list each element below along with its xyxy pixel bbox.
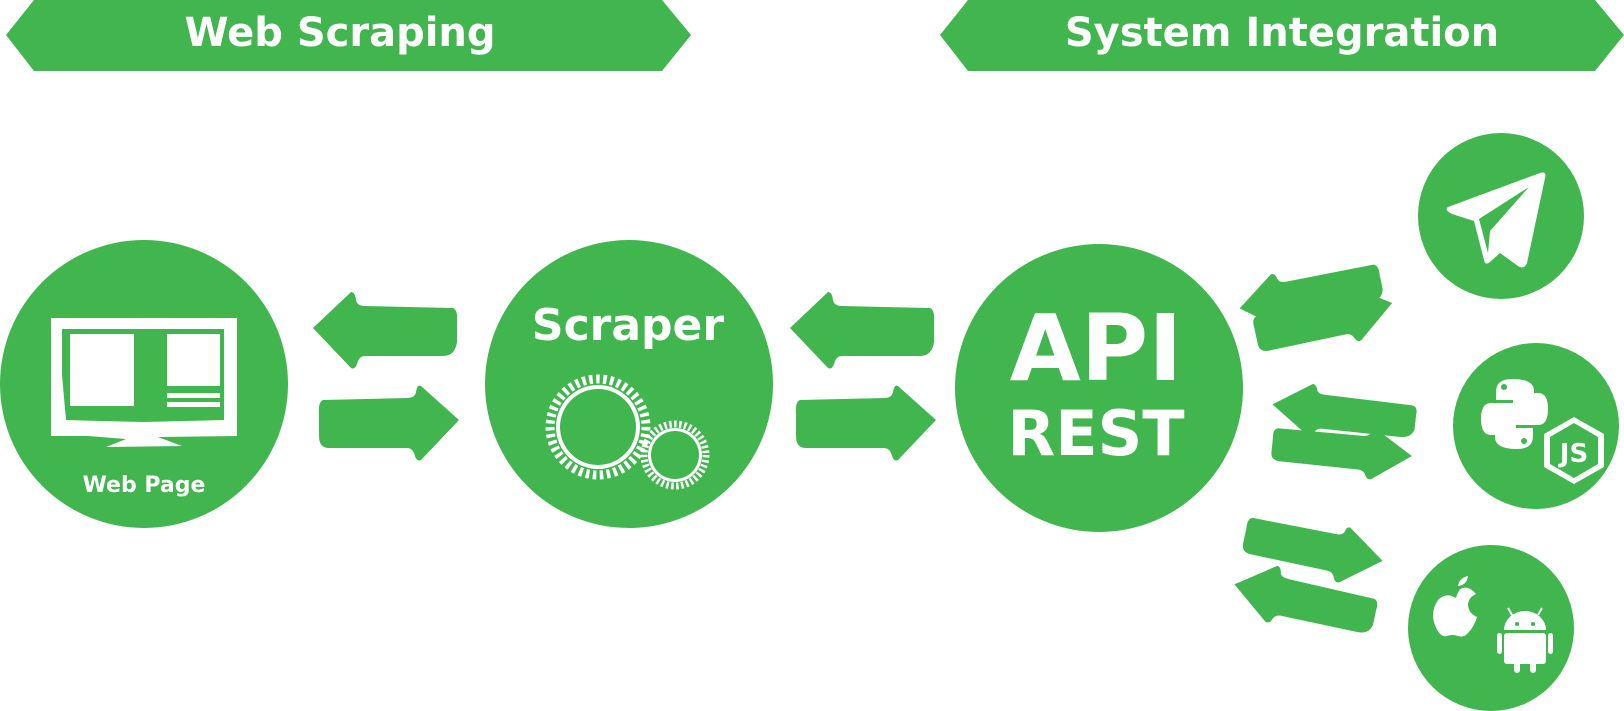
node-scraper-label: Scraper [532, 300, 725, 351]
gears-icon [545, 374, 710, 490]
nodejs-icon: JS [1544, 417, 1604, 484]
banner-system-integration: System Integration [940, 0, 1624, 71]
node-mobile [1408, 545, 1574, 711]
node-languages-circle [1453, 343, 1619, 509]
node-web-page-circle [0, 240, 288, 528]
node-web-page: Web Page [0, 240, 288, 528]
node-mobile-circle [1408, 545, 1574, 711]
arrow-right-1 [318, 385, 459, 461]
arrow-left-1 [313, 292, 458, 369]
arrow-right-2 [795, 385, 936, 461]
banner-system-integration-shape [940, 0, 1624, 71]
node-api-rest: API REST [955, 244, 1243, 532]
svg-text:JS: JS [1558, 439, 1588, 469]
node-scraper: Scraper [485, 240, 773, 528]
telegram-icon [1446, 172, 1546, 268]
node-web-page-label: Web Page [83, 473, 206, 498]
node-api-title: API [1010, 295, 1183, 402]
banner-web-scraping-shape [6, 0, 691, 71]
node-telegram [1418, 133, 1584, 299]
node-api-rest-circle [955, 244, 1243, 532]
banner-system-integration-label: System Integration [1065, 10, 1499, 56]
banner-web-scraping-label: Web Scraping [184, 10, 495, 56]
python-icon [1481, 379, 1548, 449]
banner-web-scraping: Web Scraping [6, 0, 691, 71]
arrow-left-2 [790, 292, 935, 369]
apple-icon [1433, 576, 1477, 637]
node-api-subtitle: REST [1007, 397, 1184, 470]
node-scraper-circle [485, 240, 773, 528]
android-icon [1497, 607, 1553, 673]
node-languages: JS [1453, 343, 1619, 509]
monitor-icon [51, 318, 237, 447]
